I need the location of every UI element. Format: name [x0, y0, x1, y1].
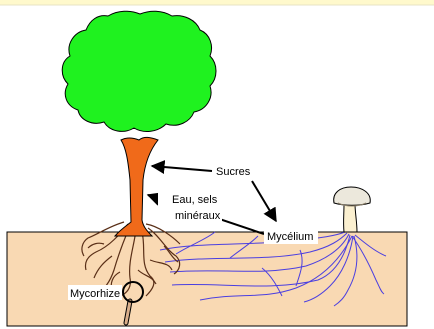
arrow-sucres-to-tree	[152, 166, 212, 171]
tree-trunk	[115, 137, 158, 236]
tree-canopy	[62, 11, 216, 131]
label-mycorhize: Mycorhize	[70, 288, 120, 300]
label-sucres: Sucres	[216, 166, 251, 178]
mushroom-stem	[344, 204, 357, 232]
mushroom-icon	[334, 187, 371, 232]
mushroom-cap	[334, 187, 371, 205]
top-band	[0, 0, 434, 5]
arrow-sucres-to-mycelium	[252, 181, 276, 221]
label-mycelium: Mycélium	[267, 231, 313, 243]
label-eau-sels: Eau, sels	[172, 194, 218, 206]
label-mineraux: minéraux	[175, 210, 221, 222]
